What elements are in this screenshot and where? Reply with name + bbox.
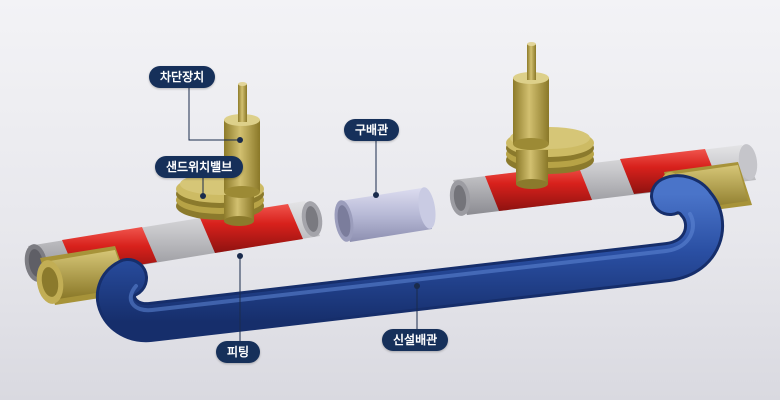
label-shutoff-device: 차단장치 <box>149 66 216 88</box>
right-shutoff-device-stem <box>527 44 536 80</box>
label-sandwich-valve: 샌드위치밸브 <box>155 156 244 178</box>
callout-dots <box>200 137 420 289</box>
right-shutoff-device-body <box>513 78 549 144</box>
label-new-pipe: 신설배관 <box>382 329 449 351</box>
new-bypass-pipe <box>96 174 724 343</box>
right-valve-assembly <box>506 42 594 189</box>
new-bypass-pipe-body <box>99 177 721 340</box>
label-old-pipe: 구배관 <box>344 119 400 141</box>
callout-leaders <box>188 87 418 341</box>
old-pipe-segment <box>334 187 436 242</box>
shutoff-device-stem <box>238 84 247 122</box>
label-fitting: 피팅 <box>216 341 261 363</box>
leader-shutoff-device <box>188 87 240 141</box>
old-pipe-body <box>340 188 432 242</box>
left-valve-assembly <box>176 82 264 226</box>
